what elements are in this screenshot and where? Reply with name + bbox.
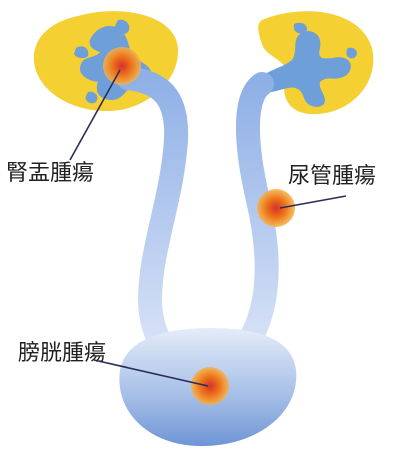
renal-pelvis-tumor-label: 腎盂腫瘍 — [6, 163, 94, 185]
ureter-tumor-label: 尿管腫瘍 — [288, 166, 376, 188]
ureters — [128, 78, 267, 346]
bladder-tumor — [191, 367, 229, 405]
ureter-tumor — [257, 189, 295, 227]
bladder-tumor-label: 膀胱腫瘍 — [18, 343, 106, 365]
renal-pelvis-tumor — [103, 47, 141, 85]
